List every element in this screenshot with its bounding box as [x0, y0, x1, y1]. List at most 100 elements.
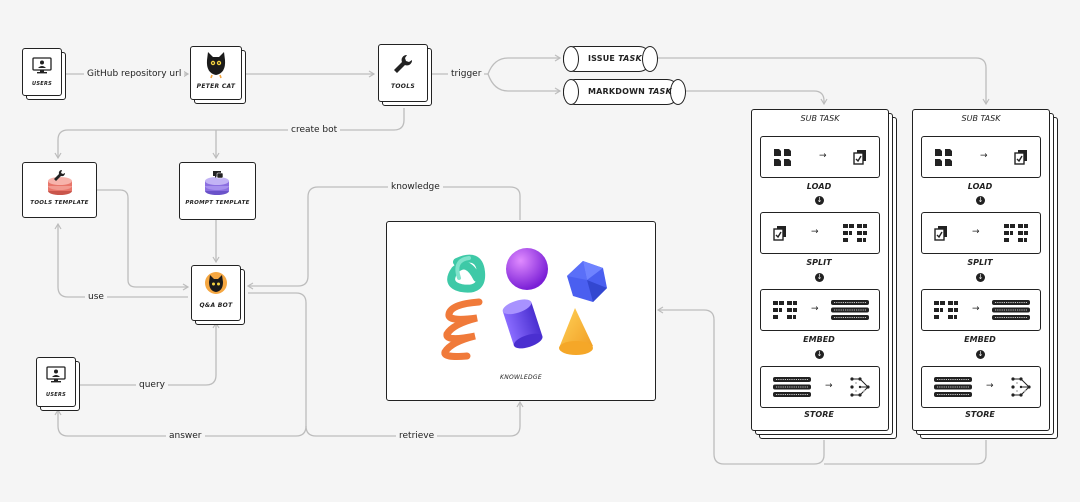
monitor-icon — [32, 57, 52, 74]
knowledge-shapes — [441, 248, 607, 360]
edge-panel2-to-knowledge — [824, 440, 987, 465]
cat-icon — [206, 52, 226, 79]
panel-1-step-embed: → — [760, 289, 880, 331]
database-icon — [205, 171, 229, 195]
edge-qa-use — [54, 222, 188, 298]
purple-sphere-shape — [506, 248, 548, 290]
markdown-task-pill[interactable]: MARKDOWN TASK — [563, 79, 686, 105]
wrench-icon — [394, 54, 413, 73]
chunks-icon — [773, 301, 797, 319]
vector-icon — [992, 300, 1030, 320]
vector-icon — [831, 300, 869, 320]
tools-template-label: TOOLS TEMPLATE — [30, 200, 89, 206]
chunks-icon — [1004, 224, 1028, 242]
panel-1-load-label: LOAD — [806, 182, 832, 191]
peter-cat-label: PETER CAT — [196, 83, 236, 90]
panel-1-down-1: ↓ — [815, 196, 824, 205]
edge-create-bot — [54, 108, 405, 160]
edge-label-knowledge: knowledge — [388, 182, 443, 193]
knowledge-node[interactable]: KNOWLEDGE — [386, 221, 656, 401]
panel-2-down-3: ↓ — [976, 350, 985, 359]
database-icon — [48, 169, 72, 195]
edge-trigger-to-markdown — [487, 73, 562, 95]
panel-1-down-3: ↓ — [815, 350, 824, 359]
document-check-icon — [934, 226, 947, 241]
edge-users-query — [80, 321, 220, 386]
orange-spiral-shape — [441, 298, 483, 360]
panel-2-down-1: ↓ — [976, 196, 985, 205]
edge-label-use: use — [85, 292, 107, 303]
edge-label-query: query — [136, 380, 168, 391]
panel-2-step-store: → — [921, 366, 1041, 408]
prompt-template-label: PROMPT TEMPLATE — [185, 200, 250, 206]
markdown-task-name: TASK — [648, 87, 672, 96]
qa-bot-node[interactable]: Q&A BOT — [191, 265, 245, 325]
knowledge-label: KNOWLEDGE — [500, 374, 542, 381]
sub-task-panel-1[interactable]: SUB TASK → LOAD ↓ → SPLIT — [751, 109, 897, 439]
panel-2-step-split: → — [921, 212, 1041, 254]
tools-node[interactable]: TOOLS — [378, 44, 432, 106]
edge-issue-to-panel2 — [652, 57, 990, 106]
document-check-icon — [853, 150, 866, 165]
users-top-node[interactable]: USERS — [22, 48, 66, 100]
document-icon — [935, 149, 952, 166]
monitor-icon — [46, 366, 66, 383]
panel-1-split-label: SPLIT — [806, 258, 832, 267]
edge-panels-to-knowledge — [656, 306, 825, 465]
yellow-cone-shape — [559, 308, 593, 355]
edge-knowledge-to-qa — [246, 186, 521, 290]
users-bottom-label: USERS — [45, 392, 67, 398]
chunks-icon — [934, 301, 958, 319]
edge-label-create-bot: create bot — [288, 125, 341, 136]
panel-1-step-load: → — [760, 136, 880, 178]
panel-2-step-embed: → — [921, 289, 1041, 331]
prompt-template-node[interactable]: PROMPT TEMPLATE — [179, 162, 256, 220]
users-bottom-node[interactable]: USERS — [36, 357, 80, 411]
panel-2-load-label: LOAD — [967, 182, 993, 191]
panel-2-title: SUB TASK — [961, 114, 1001, 123]
tools-template-node[interactable]: TOOLS TEMPLATE — [22, 162, 97, 218]
tools-label: TOOLS — [391, 83, 415, 90]
cat-icon — [205, 272, 227, 294]
issue-task-name: TASK — [618, 54, 642, 63]
edge-trigger-to-issue — [487, 54, 562, 75]
panel-1-step-split: → — [760, 212, 880, 254]
edge-label-trigger: trigger — [448, 69, 485, 80]
peter-cat-node[interactable]: PETER CAT — [190, 46, 246, 104]
edge-label-answer: answer — [166, 431, 205, 442]
edge-label-github-url: GitHub repository url — [84, 69, 185, 80]
vector-icon — [773, 377, 811, 397]
panel-2-split-label: SPLIT — [967, 258, 993, 267]
edge-markdown-to-panel1 — [680, 90, 828, 106]
panel-2-step-load: → — [921, 136, 1041, 178]
panel-2-down-2: ↓ — [976, 273, 985, 282]
qa-bot-label: Q&A BOT — [199, 302, 233, 309]
panel-1-store-label: STORE — [804, 410, 834, 419]
edge-qa-answer — [54, 292, 307, 437]
edge-label-retrieve: retrieve — [396, 431, 438, 442]
issue-task-pill[interactable]: ISSUE TASK — [563, 46, 658, 72]
teal-knot-shape — [447, 254, 486, 293]
markdown-task-prefix: MARKDOWN — [588, 87, 649, 96]
issue-task-prefix: ISSUE — [588, 54, 619, 63]
blue-polyhedron-shape — [567, 261, 607, 302]
panel-1-down-2: ↓ — [815, 273, 824, 282]
document-icon — [774, 149, 791, 166]
panel-1-embed-label: EMBED — [803, 335, 835, 344]
edge-tooltemplate-to-qa — [97, 189, 190, 291]
users-top-label: USERS — [31, 81, 53, 87]
chunks-icon — [843, 224, 867, 242]
panel-1-step-store: → — [760, 366, 880, 408]
panel-2-embed-label: EMBED — [964, 335, 996, 344]
sub-task-panel-2[interactable]: SUB TASK → LOAD ↓ → SPLIT — [912, 109, 1058, 439]
vector-icon — [934, 377, 972, 397]
violet-cylinder-shape — [502, 299, 543, 349]
document-check-icon — [1014, 150, 1027, 165]
document-check-icon — [773, 226, 786, 241]
edge-retrieve — [305, 400, 524, 437]
panel-2-store-label: STORE — [965, 410, 995, 419]
graph-icon — [850, 377, 870, 397]
panel-1-title: SUB TASK — [800, 114, 840, 123]
graph-icon — [1011, 377, 1031, 397]
